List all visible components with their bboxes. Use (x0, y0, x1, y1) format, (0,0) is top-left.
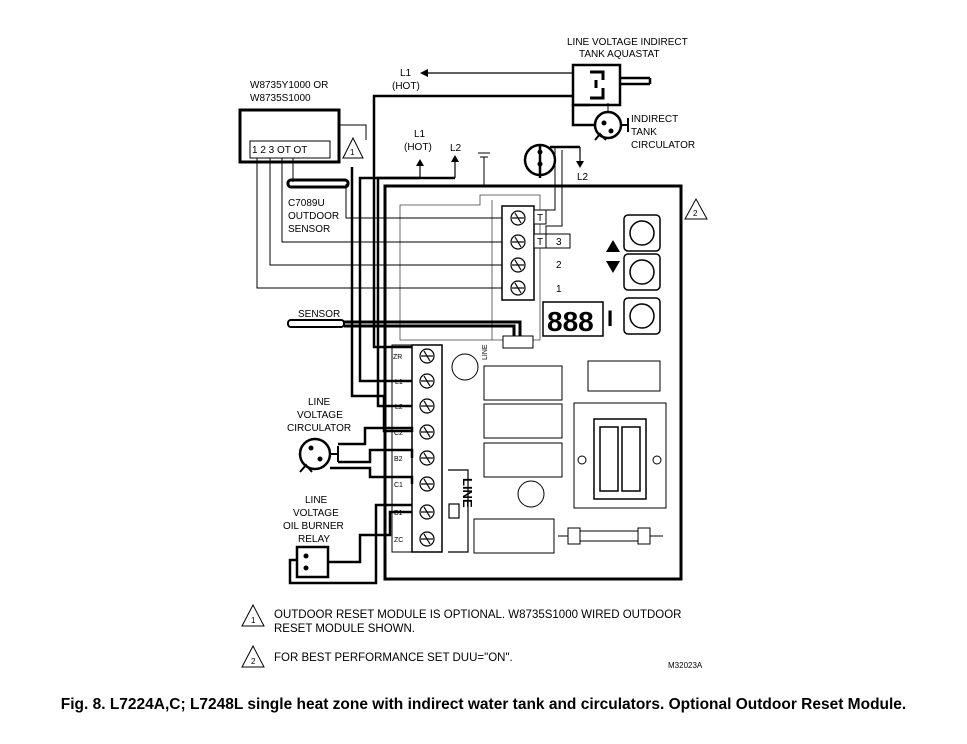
down-arrow-icon (606, 261, 620, 273)
module-label-2: W8735S1000 (250, 93, 311, 104)
l2-mid-label: L2 (450, 143, 462, 154)
zr-terminal-label: ZR (393, 354, 402, 361)
sensor-label: SENSOR (298, 309, 340, 320)
relay-label-2: VOLTAGE (293, 508, 339, 519)
c2-terminal-label: C2 (394, 430, 403, 437)
warn-2-number: 2 (693, 209, 698, 218)
hot-mid-label: (HOT) (404, 142, 432, 153)
figure-code: M32023A (668, 661, 703, 670)
aquastat-switch-symbol (590, 70, 605, 100)
term-1-label: 1 (556, 284, 562, 295)
internal-circuit-outline (399, 194, 541, 341)
display-value: 888 (547, 306, 594, 337)
warning-triangle-icon (342, 136, 364, 159)
hot-top-label: (HOT) (392, 81, 420, 92)
sensor-connector (502, 335, 534, 349)
note-2-triangle-icon (241, 644, 265, 668)
circulator-label-3: CIRCULATOR (287, 423, 351, 434)
l1-mid-label: L1 (414, 129, 426, 140)
control-board (383, 184, 683, 581)
fuse-icon (558, 527, 663, 545)
warning-triangle-icon-2 (684, 197, 708, 220)
term-2-label: 2 (556, 260, 562, 271)
term-3-label: 3 (556, 237, 562, 248)
note-1-text: OUTDOOR RESET MODULE IS OPTIONAL. W8735S… (274, 609, 681, 621)
indirect-tank-aquastat (571, 63, 652, 107)
l2-right-label: L2 (577, 172, 589, 183)
line-connector-label: LINE (482, 344, 489, 360)
term-t2-label: T (537, 237, 543, 248)
note-2-text: FOR BEST PERFORMANCE SET DUU="ON". (274, 652, 513, 664)
low-voltage-terminal-block (501, 205, 571, 301)
outdoor-sensor-label-3: SENSOR (288, 224, 330, 235)
adjust-buttons (623, 214, 661, 335)
zc-terminal-label: ZC (394, 537, 403, 544)
outdoor-sensor-label-1: C7089U (288, 198, 325, 209)
i-button-label: I (607, 306, 613, 331)
outdoor-reset-module (238, 108, 341, 164)
line-voltage-terminal-strip (391, 344, 443, 553)
term-t1-label: T (537, 213, 543, 224)
l2-mid-arrow (451, 155, 459, 178)
line-bracket (448, 469, 469, 553)
c1-terminal-label: C1 (394, 482, 403, 489)
l2-right-arrow (576, 147, 584, 168)
aquastat-label: LINE VOLTAGE INDIRECT (567, 37, 688, 48)
note-1-triangle-icon (241, 603, 265, 627)
sensor-wires (344, 320, 522, 338)
module-label-1: W8735Y1000 OR (250, 80, 328, 91)
line-voltage-circulator (298, 437, 339, 473)
indirect-label-3: CIRCULATOR (631, 140, 695, 151)
seven-segment-display (542, 301, 604, 337)
b2-terminal-label: B2 (394, 456, 403, 463)
indirect-label-2: TANK (631, 127, 657, 138)
l1-terminal-label: L1 (395, 379, 403, 386)
relay-label-4: RELAY (298, 534, 330, 545)
b1-terminal-label: B1 (394, 510, 403, 517)
outdoor-sensor-probe (286, 178, 350, 189)
sensor-probe (287, 319, 345, 328)
note-1-number: 1 (251, 616, 256, 625)
l1-top-label: L1 (400, 68, 412, 79)
l1-hot-top-arrow (420, 69, 573, 77)
note-2-number: 2 (251, 657, 256, 666)
figure-caption: Fig. 8. L7224A,C; L7248L single heat zon… (60, 696, 907, 713)
oil-burner-relay (295, 545, 330, 579)
circulator-label-1: LINE (308, 397, 331, 408)
note-1-text-2: RESET MODULE SHOWN. (274, 623, 415, 635)
module-terminals-label: 1 2 3 OT OT (252, 145, 307, 156)
indirect-tank-circulator (593, 110, 629, 141)
outdoor-sensor-label-2: OUTDOOR (288, 211, 339, 222)
warn-1-number: 1 (350, 148, 355, 157)
up-arrow-icon (606, 240, 620, 252)
board-components (451, 353, 667, 554)
module-terminal-strip (249, 140, 331, 159)
relay-label-1: LINE (305, 495, 328, 506)
indirect-label-1: INDIRECT (631, 114, 678, 125)
ground-icon (478, 152, 490, 185)
l2-terminal-label: L2 (395, 404, 403, 411)
wiring (256, 94, 609, 585)
line-vertical-label: LINE (460, 478, 475, 508)
relay-label-3: OIL BURNER (283, 521, 344, 532)
circulator-label-2: VOLTAGE (297, 410, 343, 421)
l1-hot-mid-arrow (416, 159, 424, 178)
aquastat-label-2: TANK AQUASTAT (579, 49, 660, 60)
